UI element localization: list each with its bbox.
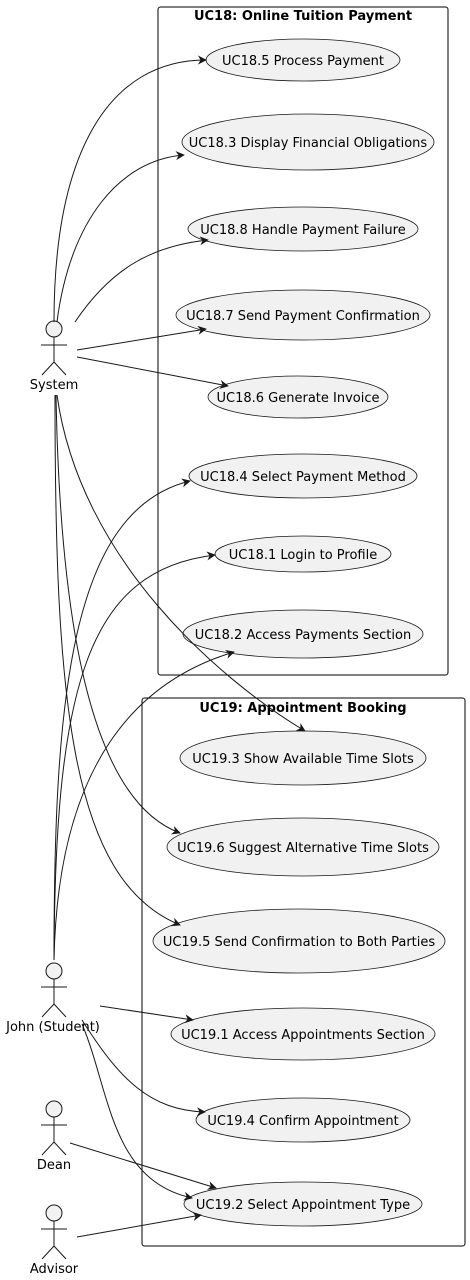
association-system-to-uc18-5 <box>53 55 207 323</box>
use-case-uc19-2[interactable]: UC19.2 Select Appointment Type <box>183 1181 423 1227</box>
use-case-uc18-2[interactable]: UC18.2 Access Payments Section <box>182 609 424 659</box>
actor-system[interactable]: System <box>30 320 78 393</box>
use-case-uc19-4-label: UC19.4 Confirm Appointment <box>207 1114 398 1129</box>
actor-dean[interactable]: Dean <box>37 1100 71 1173</box>
association-john-to-uc18-1 <box>53 551 216 961</box>
use-case-uc18-8[interactable]: UC18.8 Handle Payment Failure <box>187 206 419 252</box>
association-system-to-uc19-3 <box>56 394 306 732</box>
actor-advisor-label: Advisor <box>30 1262 79 1277</box>
association-system-to-uc18-3 <box>56 151 185 323</box>
use-case-uc19-5[interactable]: UC19.5 Send Confirmation to Both Parties <box>152 908 446 974</box>
use-case-uc19-3[interactable]: UC19.3 Show Available Time Slots <box>179 730 427 786</box>
actor-system-label: System <box>30 378 78 393</box>
use-case-uc18-6[interactable]: UC18.6 Generate Invoice <box>207 375 389 419</box>
use-case-uc19-6[interactable]: UC19.6 Suggest Alternative Time Slots <box>166 817 440 877</box>
use-case-uc19-6-label: UC19.6 Suggest Alternative Time Slots <box>177 841 429 856</box>
use-case-uc18-1[interactable]: UC18.1 Login to Profile <box>214 535 392 573</box>
use-case-uc19-2-label: UC19.2 Select Appointment Type <box>196 1198 410 1213</box>
association-system-to-uc19-5 <box>54 394 181 927</box>
association-system-to-uc18-6 <box>76 356 229 389</box>
association-john-to-uc19-2 <box>81 1023 193 1201</box>
use-case-uc18-7-label: UC18.7 Send Payment Confirmation <box>186 309 420 324</box>
use-case-uc19-1-label: UC19.1 Access Appointments Section <box>181 1028 425 1043</box>
actor-advisor-icon <box>41 1204 67 1260</box>
actor-dean-label: Dean <box>37 1158 71 1173</box>
use-case-uc18-3[interactable]: UC18.3 Display Financial Obligations <box>181 113 435 171</box>
use-case-uc18-4-label: UC18.4 Select Payment Method <box>200 470 406 485</box>
association-john-to-uc19-1 <box>99 1005 194 1024</box>
use-case-uc19-3-label: UC19.3 Show Available Time Slots <box>192 752 414 767</box>
use-case-uc18-6-label: UC18.6 Generate Invoice <box>217 391 380 406</box>
association-john-to-uc18-2 <box>53 650 235 961</box>
association-links <box>53 55 306 1238</box>
use-case-uc18-8-label: UC18.8 Handle Payment Failure <box>200 223 405 238</box>
package-uc18-title: UC18: Online Tuition Payment <box>194 9 412 24</box>
package-uc19-title: UC19: Appointment Booking <box>199 701 406 716</box>
association-system-to-uc18-7 <box>76 325 207 351</box>
use-case-uc18-1-label: UC18.1 Login to Profile <box>229 548 377 563</box>
use-case-uc18-7[interactable]: UC18.7 Send Payment Confirmation <box>175 289 431 341</box>
association-system-to-uc19-6 <box>55 394 181 835</box>
use-case-uc19-4[interactable]: UC19.4 Confirm Appointment <box>195 1097 411 1143</box>
use-case-uc18-5-label: UC18.5 Process Payment <box>222 54 384 69</box>
actor-john-label: John (Student) <box>5 1020 100 1035</box>
association-dean-to-uc19-2 <box>69 1142 217 1190</box>
use-case-uc18-3-label: UC18.3 Display Financial Obligations <box>189 136 428 151</box>
use-case-uc18-4[interactable]: UC18.4 Select Payment Method <box>188 453 418 499</box>
use-case-layer: UC18.5 Process Payment UC18.3 Display Fi… <box>152 38 446 1227</box>
association-system-to-uc18-8 <box>74 236 209 323</box>
actor-dean-icon <box>41 1100 67 1156</box>
use-case-uc18-2-label: UC18.2 Access Payments Section <box>195 628 411 643</box>
use-case-uc19-5-label: UC19.5 Send Confirmation to Both Parties <box>163 935 436 950</box>
actor-system-icon <box>41 320 67 376</box>
association-advisor-to-uc19-2 <box>76 1211 202 1238</box>
association-john-to-uc19-4 <box>81 1019 206 1117</box>
use-case-uc18-5[interactable]: UC18.5 Process Payment <box>205 38 401 82</box>
package-uc18: UC18: Online Tuition Payment <box>157 6 449 676</box>
actor-john[interactable]: John (Student) <box>5 962 100 1035</box>
association-john-to-uc18-4 <box>53 478 191 961</box>
actor-advisor[interactable]: Advisor <box>30 1204 79 1277</box>
use-case-uc19-1[interactable]: UC19.1 Access Appointments Section <box>170 1007 436 1061</box>
actor-john-icon <box>41 962 67 1018</box>
